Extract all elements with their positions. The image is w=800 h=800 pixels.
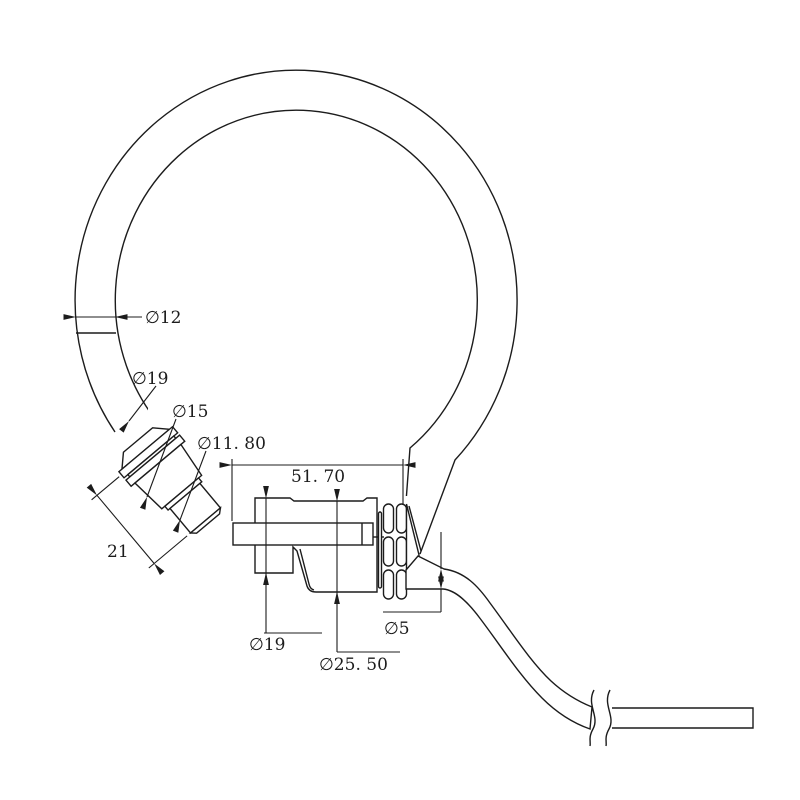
ring-inner-edge [114, 109, 478, 503]
leader-d11-80 [172, 450, 207, 533]
dimension-labels: ∅12 ∅19 ∅15 ∅11. 80 21 51. 70 ∅19 ∅25. 5… [107, 308, 410, 675]
label-body-small-diameter: ∅19 [249, 635, 285, 655]
bellows-wedge-line [408, 505, 422, 552]
label-connector-flange-diameter: ∅19 [132, 369, 168, 389]
label-connector-tip-diameter: ∅11. 80 [197, 434, 266, 454]
bellows-strain-relief [377, 503, 422, 600]
cable [405, 555, 754, 747]
label-cable-diameter: ∅5 [384, 619, 410, 639]
leader-d19-connector [119, 385, 157, 433]
label-body-large-diameter: ∅25. 50 [319, 655, 388, 675]
label-connector-length: 21 [107, 542, 129, 562]
bellows-rib [395, 503, 408, 534]
label-tube-diameter: ∅12 [145, 308, 181, 328]
cable-curve [405, 555, 593, 730]
bellows-rib [382, 536, 395, 567]
dimensions [63, 314, 444, 653]
dim-21-extension-left [91, 476, 120, 501]
tube-end-connector [86, 425, 222, 575]
leader-d15 [139, 418, 177, 510]
sensor-body [232, 497, 384, 593]
mounting-bar [232, 522, 374, 546]
bellows-rib [395, 569, 408, 600]
body-chamfer-line [299, 548, 315, 591]
label-connector-barrel-diameter: ∅15 [172, 402, 208, 422]
cable-straight-segment [612, 707, 754, 729]
break-symbol [589, 689, 612, 747]
label-body-length: 51. 70 [291, 467, 345, 487]
bellows-rib [395, 536, 408, 567]
bellows-rib [382, 503, 395, 534]
bellows-rib [382, 569, 395, 600]
connector-tip-chamfer [188, 506, 222, 534]
ring-torus [74, 69, 518, 555]
bellows-valley [377, 511, 383, 589]
ring-outer-edge [74, 69, 518, 555]
dim-21-line [86, 483, 165, 575]
